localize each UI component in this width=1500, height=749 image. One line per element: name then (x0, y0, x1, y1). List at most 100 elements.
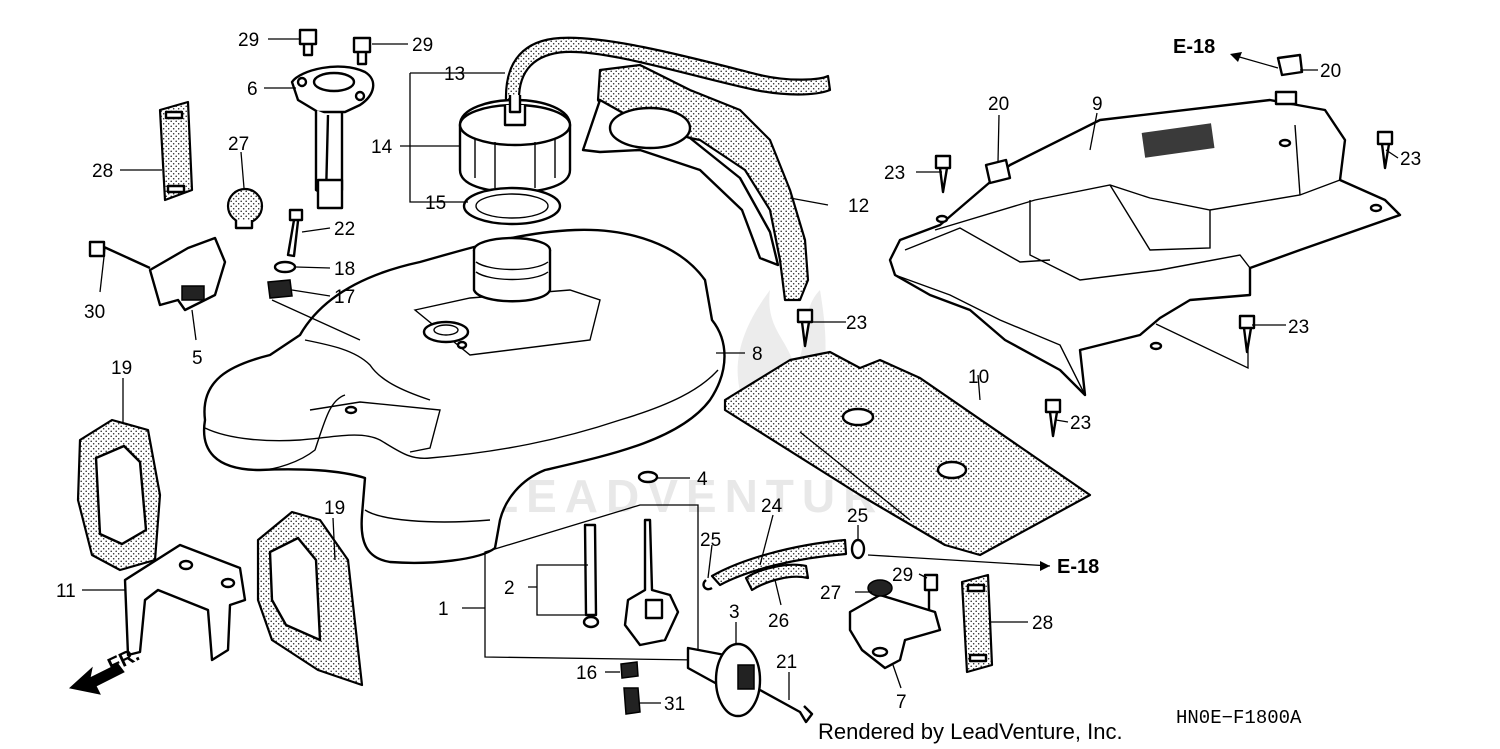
leader-lines (82, 38, 1399, 704)
ref-e18-right: E-18 (1057, 556, 1099, 578)
callout-1: 1 (438, 599, 449, 620)
tank-bracket (581, 63, 810, 302)
rubber-cap-27b (867, 579, 893, 597)
callout-28: 28 (92, 161, 113, 182)
lower-bracket (123, 543, 247, 662)
valve-knob-3-tab (737, 664, 755, 690)
fuel-hose-24 (710, 538, 848, 587)
callout-28: 28 (1032, 613, 1053, 634)
cap-gasket-inner (475, 193, 549, 219)
fuel-gauge-unit (290, 65, 375, 210)
callout-24: 24 (761, 496, 783, 517)
callout-27: 27 (820, 583, 841, 604)
callout-9: 9 (1092, 94, 1103, 115)
clip-23b (1376, 130, 1394, 170)
bolt-29b (352, 36, 372, 66)
callout-17: 17 (334, 287, 355, 308)
callout-30: 30 (84, 302, 105, 323)
bolt-29a (298, 28, 318, 57)
callout-20: 20 (1320, 61, 1341, 82)
callout-13: 13 (444, 64, 465, 85)
drawing-code: HN0E−F1800A (1176, 707, 1302, 729)
callout-12: 12 (848, 196, 869, 217)
callout-20: 20 (988, 94, 1009, 115)
strainer-2-oring (582, 615, 600, 629)
bolt-31 (623, 687, 641, 715)
bolt-22 (286, 208, 304, 258)
callout-7: 7 (896, 692, 907, 713)
callout-25: 25 (847, 506, 868, 527)
valve-bracket-7-hole (871, 646, 889, 658)
callout-23: 23 (1288, 317, 1309, 338)
callout-18: 18 (334, 259, 355, 280)
tank-pad-hole (841, 407, 875, 427)
stay-bracket-grommet (181, 285, 205, 301)
callout-23: 23 (884, 163, 905, 184)
tank-pad (723, 350, 1092, 557)
callout-31: 31 (664, 694, 685, 715)
tank-strap-slot (164, 110, 184, 120)
callout-29: 29 (412, 35, 433, 56)
lower-bracket-hole (220, 577, 236, 589)
arrow-e18-up-line (1235, 55, 1279, 69)
bolt-29c (923, 573, 939, 610)
clip-25-right (850, 538, 866, 560)
valve-bracket-7 (848, 593, 942, 670)
callout-2: 2 (504, 578, 515, 599)
arrow-e18-right (1040, 561, 1050, 571)
tank-cover (888, 90, 1402, 397)
callout-14: 14 (371, 137, 393, 158)
callout-4: 4 (697, 469, 708, 490)
callout-22: 22 (334, 219, 355, 240)
screw-21 (759, 688, 814, 724)
rubber-cap-stem (234, 220, 254, 230)
callout-23: 23 (846, 313, 867, 334)
fuel-hose-26 (744, 563, 810, 592)
ref-e18-top: E-18 (1173, 36, 1215, 58)
tank-strap-right (960, 573, 994, 674)
callout-23: 23 (1070, 413, 1091, 434)
tank-strap-slot (968, 653, 988, 663)
callout-19: 19 (111, 358, 132, 379)
callout-16: 16 (576, 663, 597, 684)
callout-19: 19 (324, 498, 345, 519)
fuel-tank (202, 228, 726, 565)
vent-hose (504, 36, 832, 104)
callout-29: 29 (892, 565, 913, 586)
grommet-20b (1276, 53, 1304, 77)
fuel-valve-lever (644, 598, 664, 620)
washer-18 (273, 260, 297, 274)
callout-21: 21 (776, 652, 797, 673)
callout-10: 10 (968, 367, 989, 388)
callout-25: 25 (700, 530, 721, 551)
clip-23d (1238, 314, 1256, 354)
stay-bracket (148, 236, 227, 312)
fuel-cap (458, 95, 572, 194)
callout-6: 6 (247, 79, 258, 100)
nut-16 (620, 661, 639, 679)
insulator-right-window (268, 536, 322, 642)
tank-strap-slot (166, 184, 186, 194)
callout-27: 27 (228, 134, 249, 155)
callout-3: 3 (729, 602, 740, 623)
lower-bracket-hole (178, 559, 194, 571)
tank-strap-left (158, 100, 194, 202)
arrow-e18-up-head (1230, 52, 1242, 62)
callout-23: 23 (1400, 149, 1421, 170)
tank-strap-slot (966, 583, 986, 593)
tank-pad-hole (936, 460, 968, 480)
callout-26: 26 (768, 611, 789, 632)
render-credit: Rendered by LeadVenture, Inc. (818, 719, 1123, 744)
front-arrow-icon (68, 663, 125, 695)
clip-23e (1044, 398, 1062, 438)
strainer-2 (583, 523, 598, 617)
rubber-cap (226, 187, 264, 225)
callout-labels: 29 29 6 28 27 30 5 22 18 17 13 14 15 12 … (56, 30, 1421, 715)
callout-8: 8 (752, 344, 763, 365)
callout-29: 29 (238, 30, 259, 51)
insulator-left-window (94, 444, 148, 546)
callout-11: 11 (56, 581, 76, 602)
valve-group-box (484, 504, 699, 661)
clip-25-left (702, 579, 713, 591)
